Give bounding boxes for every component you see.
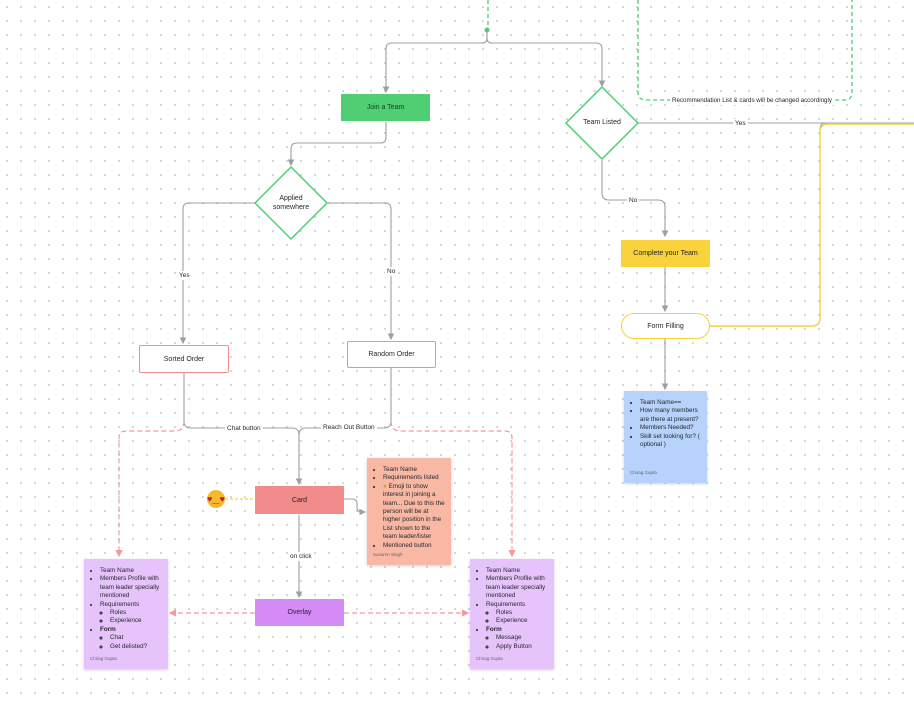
list-item: Team Name bbox=[100, 567, 162, 575]
edge-label-no-applied: No bbox=[385, 267, 398, 276]
edge-card-to-note bbox=[344, 498, 367, 516]
list-item: Form Chat Get delisted? bbox=[100, 626, 162, 651]
edge-label-reach-out-button: Reach Out Button bbox=[321, 423, 377, 432]
list-item: Roles bbox=[110, 609, 162, 617]
edge-applied-yes bbox=[179, 202, 255, 345]
list-item: Members Profile with team leader special… bbox=[486, 575, 548, 600]
list-item: Team Name bbox=[383, 466, 445, 474]
overlay-node[interactable]: Overlay bbox=[255, 599, 344, 626]
edge-to-team-listed bbox=[486, 30, 606, 88]
sticky-author: Chirag Gupta bbox=[90, 655, 117, 661]
sticky-note-reach-out-details[interactable]: Team Name Members Profile with team lead… bbox=[470, 559, 554, 669]
edge-label-no-team-listed: No bbox=[627, 196, 640, 205]
list-item: Experience bbox=[110, 617, 162, 625]
group-caption: Recommendation List & cards will be chan… bbox=[670, 96, 834, 105]
list-item: Form Message Apply Button bbox=[486, 626, 548, 651]
edge-reach-to-right-sticky bbox=[390, 420, 516, 558]
list-item: Members Needed? bbox=[640, 424, 701, 432]
list-item: Team Name bbox=[486, 567, 548, 575]
edge-team-listed-yes bbox=[638, 122, 826, 131]
emoji-small-icon: ● bbox=[383, 482, 387, 490]
edge-label-on-click: on click bbox=[288, 552, 314, 561]
edge-label-chat-button: Chat button bbox=[225, 424, 263, 433]
random-order-node[interactable]: Random Order bbox=[347, 341, 436, 368]
list-item: Get delisted? bbox=[110, 643, 162, 651]
sticky-author: Chirag Gupta bbox=[630, 469, 657, 475]
list-item: Apply Button bbox=[496, 643, 548, 651]
list-item: Chat bbox=[110, 634, 162, 642]
sticky-note-chat-details[interactable]: Team Name Members Profile with team lead… bbox=[84, 559, 168, 669]
list-item: How many members are there at present? bbox=[640, 407, 701, 424]
group-dashed-outline bbox=[637, 0, 853, 101]
form-filling-node[interactable]: Form Filling bbox=[621, 313, 710, 339]
edge-form-yellow-loop bbox=[710, 123, 914, 327]
edge-to-join-team bbox=[382, 30, 488, 94]
diamond-applied-somewhere bbox=[253, 165, 329, 241]
diamond-team-listed bbox=[564, 85, 640, 161]
edge-chat-to-left-sticky bbox=[115, 420, 185, 558]
list-item: Requirements Roles Experience bbox=[486, 601, 548, 626]
sticky-author: Suvarnn Singh bbox=[373, 551, 403, 557]
card-node[interactable]: Card bbox=[255, 486, 344, 514]
list-item: ● Emoji to show interest in joining a te… bbox=[383, 483, 445, 542]
complete-your-team-node[interactable]: Complete your Team bbox=[621, 240, 710, 267]
edge-applied-no bbox=[327, 202, 395, 341]
list-item: Members Profile with team leader special… bbox=[100, 575, 162, 600]
list-item: Roles bbox=[496, 609, 548, 617]
sticky-note-card-details[interactable]: Team Name Requirements listed ● Emoji to… bbox=[367, 458, 451, 565]
edge-join-to-applied bbox=[287, 122, 387, 167]
edge-label-yes-applied: Yes bbox=[177, 271, 192, 280]
list-item: Message bbox=[496, 634, 548, 642]
list-item: Mentioned button bbox=[383, 542, 445, 550]
list-item: Requirements Roles Experience bbox=[100, 601, 162, 626]
edge-label-yes-team-listed: Yes bbox=[733, 119, 748, 128]
list-item: Skill set looking for? ( optional ) bbox=[640, 433, 701, 450]
list-item: Team Name== bbox=[640, 399, 701, 407]
sorted-order-node[interactable]: Sorted Order bbox=[139, 345, 229, 373]
applied-somewhere-label: Applied somewhere bbox=[272, 195, 310, 211]
sticky-author: Chirag Gupta bbox=[476, 655, 503, 661]
list-item: Experience bbox=[496, 617, 548, 625]
team-listed-label: Team Listed bbox=[583, 119, 621, 126]
sticky-note-form-fields[interactable]: Team Name== How many members are there a… bbox=[624, 391, 707, 483]
join-team-node[interactable]: Join a Team bbox=[341, 94, 430, 121]
heart-eyes-emoji-icon[interactable]: ♥‿♥ bbox=[207, 490, 225, 508]
list-item: Requirements listed bbox=[383, 474, 445, 482]
